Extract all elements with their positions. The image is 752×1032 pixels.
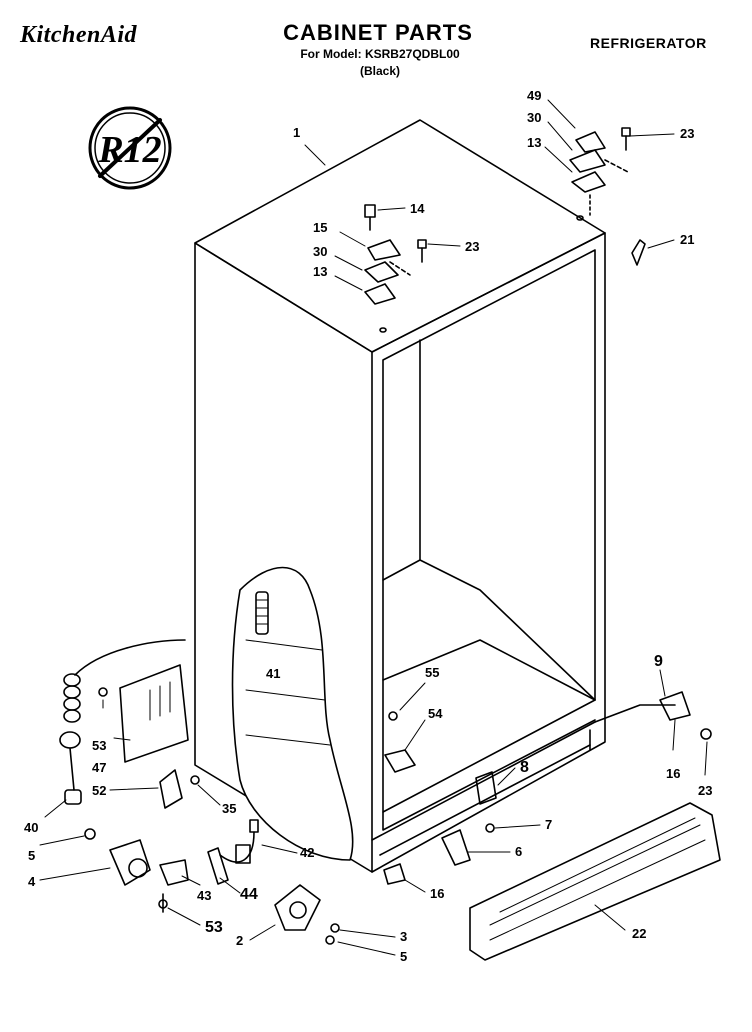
toe-grille-22: [469, 802, 721, 961]
screw-5-left: [84, 828, 96, 840]
callout-22: 22: [632, 926, 646, 941]
callout-35: 35: [222, 801, 236, 816]
screw-53-lower: [158, 893, 168, 913]
callout-53-lower: 53: [205, 919, 223, 936]
part-21-clip: [631, 239, 646, 266]
page-title: CABINET PARTS: [283, 20, 473, 45]
callout-49: 49: [527, 88, 541, 103]
power-cord-40: [59, 639, 186, 805]
r12-badge: R12: [88, 106, 172, 190]
callout-5-left: 5: [28, 848, 35, 863]
part-8-block: [475, 771, 497, 805]
callout-23-lower-right: 23: [698, 783, 712, 798]
callout-2: 2: [236, 933, 243, 948]
roller-assembly-4: [109, 839, 151, 886]
clip-44: [207, 847, 229, 885]
callout-44: 44: [240, 886, 258, 903]
callout-53-upper: 53: [92, 738, 106, 753]
part-54-bracket: [384, 711, 416, 773]
hinge-assembly-right: [569, 127, 631, 216]
callout-7: 7: [545, 817, 552, 832]
part-41-heater: [255, 591, 269, 635]
clip-43: [159, 859, 189, 886]
callout-47: 47: [92, 760, 106, 775]
callout-21: 21: [680, 232, 694, 247]
callout-41: 41: [266, 666, 280, 681]
bracket-9: [659, 691, 712, 740]
callout-14: 14: [410, 201, 425, 216]
callout-8: 8: [520, 759, 529, 776]
callout-9: 9: [654, 653, 663, 670]
callout-5-lower: 5: [400, 949, 407, 964]
bracket-6: [441, 823, 495, 866]
callout-15: 15: [313, 220, 327, 235]
hinge-assembly-left: [364, 204, 427, 305]
model-number: For Model: KSRB27QDBL00: [300, 47, 460, 61]
callout-55: 55: [425, 665, 439, 680]
callout-23-right: 23: [680, 126, 694, 141]
callout-16-right: 16: [666, 766, 680, 781]
callout-52: 52: [92, 783, 106, 798]
screw-53-upper: [98, 687, 108, 697]
model-color: (Black): [359, 64, 400, 78]
callout-42: 42: [300, 845, 314, 860]
bracket-52: [159, 769, 200, 809]
callout-6: 6: [515, 844, 522, 859]
callout-3: 3: [400, 929, 407, 944]
callout-13-right: 13: [527, 135, 541, 150]
callout-labels: 1 49 30 13 23 14 15 30 23 13 21 41 55 54…: [24, 88, 712, 964]
callout-40: 40: [24, 820, 38, 835]
callout-23-left: 23: [465, 239, 479, 254]
roller-assembly-2: [274, 884, 340, 945]
callout-4: 4: [28, 874, 36, 889]
product-type: REFRIGERATOR: [590, 35, 707, 51]
callout-16-lower: 16: [430, 886, 444, 901]
callout-13-left: 13: [313, 264, 327, 279]
electrical-box-47: [119, 664, 189, 763]
callout-1: 1: [293, 125, 300, 140]
callout-43: 43: [197, 888, 211, 903]
leader-lines: [39, 99, 708, 956]
clip-16-lower: [383, 863, 406, 885]
callout-54: 54: [428, 706, 443, 721]
callout-30-right: 30: [527, 110, 541, 125]
cabinet-shell: [194, 119, 676, 873]
callout-30-left: 30: [313, 244, 327, 259]
brand-logo: KitchenAid: [20, 22, 138, 48]
tube-42: [219, 819, 259, 864]
